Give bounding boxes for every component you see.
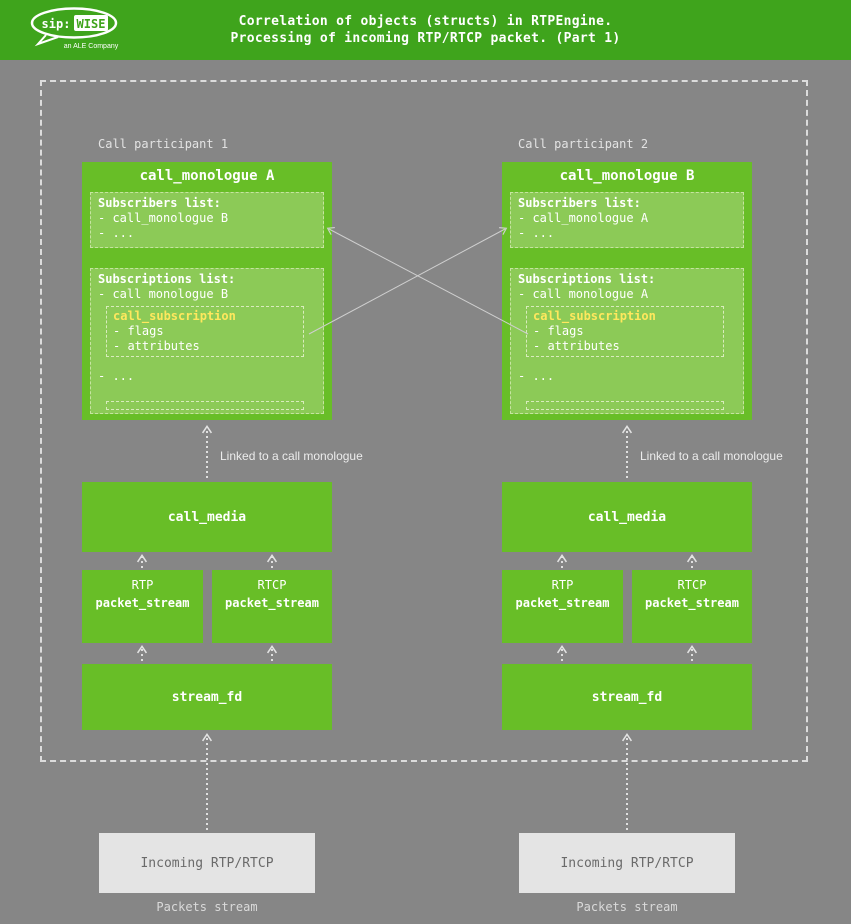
participant-label: Call participant 1 — [98, 137, 229, 151]
subscriptions-item: - call monologue A — [518, 287, 649, 301]
subscribers-item: - ... — [518, 226, 555, 240]
subscriptions-title: Subscriptions list: — [98, 272, 236, 286]
packet-stream-rtcp-box: RTCP packet_stream — [632, 570, 752, 643]
rtp-label: RTP — [131, 578, 154, 592]
sipwise-logo: sip: WISE an ALE Company — [28, 6, 128, 58]
linked-label: Linked to a call monologue — [220, 449, 363, 463]
packet-stream-rtcp-box: RTCP packet_stream — [212, 570, 332, 643]
logo-sip-text: sip: — [42, 17, 71, 31]
participant-2-column: Call participant 2 call_monologue B Subs… — [502, 0, 783, 924]
stream-fd-box: stream_fd — [82, 664, 332, 730]
subscriptions-title: Subscriptions list: — [518, 272, 656, 286]
rtp-label: RTP — [551, 578, 574, 592]
call-subscription-title: call_subscription — [533, 309, 656, 323]
header-bar: sip: WISE an ALE Company Correlation of … — [0, 0, 851, 60]
subscriptions-more: - ... — [518, 369, 555, 383]
subscriptions-item: - call monologue B — [98, 287, 229, 301]
call-subscription-title: call_subscription — [113, 309, 236, 323]
incoming-rtp-rtcp-box: Incoming RTP/RTCP — [519, 833, 735, 893]
subscriptions-list-box: Subscriptions list: - call monologue A c… — [510, 268, 744, 414]
participant-label: Call participant 2 — [518, 137, 649, 151]
packets-stream-label: Packets stream — [156, 900, 258, 914]
subscribers-list-box: Subscribers list: - call_monologue A - .… — [510, 192, 744, 248]
page-title-line1: Correlation of objects (structs) in RTPE… — [238, 14, 613, 29]
call-subscription-box: call_subscription - flags - attributes — [526, 306, 724, 357]
rtcp-label: RTCP — [257, 578, 287, 592]
call-monologue-title: call_monologue B — [559, 168, 695, 184]
subscribers-title: Subscribers list: — [98, 196, 221, 210]
call-media-box: call_media — [82, 482, 332, 552]
linked-label: Linked to a call monologue — [640, 449, 783, 463]
subscribers-item: - call_monologue A — [518, 211, 649, 225]
subscription-field: - flags — [533, 324, 584, 338]
subscribers-item: - call_monologue B — [98, 211, 229, 225]
subscribers-item: - ... — [98, 226, 135, 240]
incoming-rtp-rtcp-box: Incoming RTP/RTCP — [99, 833, 315, 893]
call-monologue-box: call_monologue B Subscribers list: - cal… — [502, 162, 752, 420]
subscriptions-list-box: Subscriptions list: - call monologue B c… — [90, 268, 324, 414]
call-subscription-box: call_subscription - flags - attributes — [106, 306, 304, 357]
call-monologue-title: call_monologue A — [139, 168, 275, 184]
page-title: Correlation of objects (structs) in RTPE… — [230, 13, 620, 47]
call-subscription-box-clipped — [526, 401, 724, 410]
subscriptions-more: - ... — [98, 369, 135, 383]
subscription-field: - flags — [113, 324, 164, 338]
packet-stream-title: packet_stream — [515, 596, 610, 610]
stream-fd-box: stream_fd — [502, 664, 752, 730]
logo-wise-text: WISE — [77, 17, 106, 31]
page-title-line2: Processing of incoming RTP/RTCP packet. … — [230, 31, 621, 46]
logo-subtitle: an ALE Company — [64, 43, 119, 50]
subscribers-list-box: Subscribers list: - call_monologue B - .… — [90, 192, 324, 248]
call-media-box: call_media — [502, 482, 752, 552]
packet-stream-rtp-box: RTP packet_stream — [502, 570, 623, 643]
call-subscription-box-clipped — [106, 401, 304, 410]
packet-stream-title: packet_stream — [645, 596, 739, 610]
rtcp-label: RTCP — [677, 578, 707, 592]
call-monologue-box: call_monologue A Subscribers list: - cal… — [82, 162, 332, 420]
subscription-field: - attributes — [113, 339, 200, 353]
rtpengine-scope-box — [40, 80, 808, 762]
subscription-field: - attributes — [533, 339, 620, 353]
packets-stream-label: Packets stream — [576, 900, 678, 914]
packet-stream-title: packet_stream — [95, 596, 190, 610]
packet-stream-title: packet_stream — [225, 596, 319, 610]
packet-stream-rtp-box: RTP packet_stream — [82, 570, 203, 643]
subscribers-title: Subscribers list: — [518, 196, 641, 210]
participant-1-column: Call participant 1 call_monologue A Subs… — [82, 0, 363, 924]
sipwise-logo-icon: sip: WISE an ALE Company — [30, 7, 119, 50]
